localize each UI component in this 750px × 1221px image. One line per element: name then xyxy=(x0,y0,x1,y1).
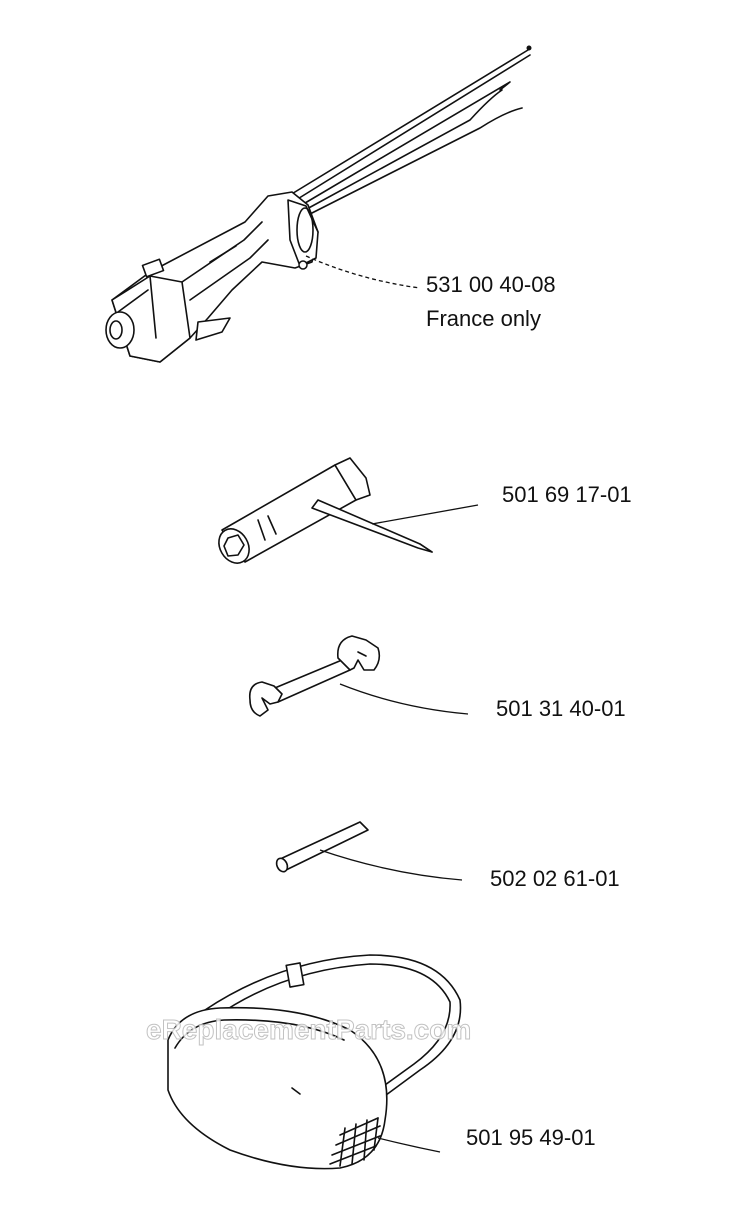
part-number-label: 501 69 17-01 xyxy=(502,482,632,507)
open-end-wrench-illustration xyxy=(248,635,381,717)
part-note-label: France only xyxy=(426,306,541,331)
part-number-label: 501 31 40-01 xyxy=(496,696,626,721)
part-number-label: 501 95 49-01 xyxy=(466,1125,596,1150)
combination-spanner-tool-illustration xyxy=(218,457,433,564)
locking-pin-illustration xyxy=(275,821,369,873)
trimmer-handle-assembly-illustration xyxy=(105,45,532,363)
safety-goggles-illustration xyxy=(167,954,462,1170)
part-number-label: 531 00 40-08 xyxy=(426,272,556,297)
goggle-vent-mesh xyxy=(329,1117,381,1167)
part-number-label: 502 02 61-01 xyxy=(490,866,620,891)
watermark: eReplacementParts.com xyxy=(145,1014,472,1046)
